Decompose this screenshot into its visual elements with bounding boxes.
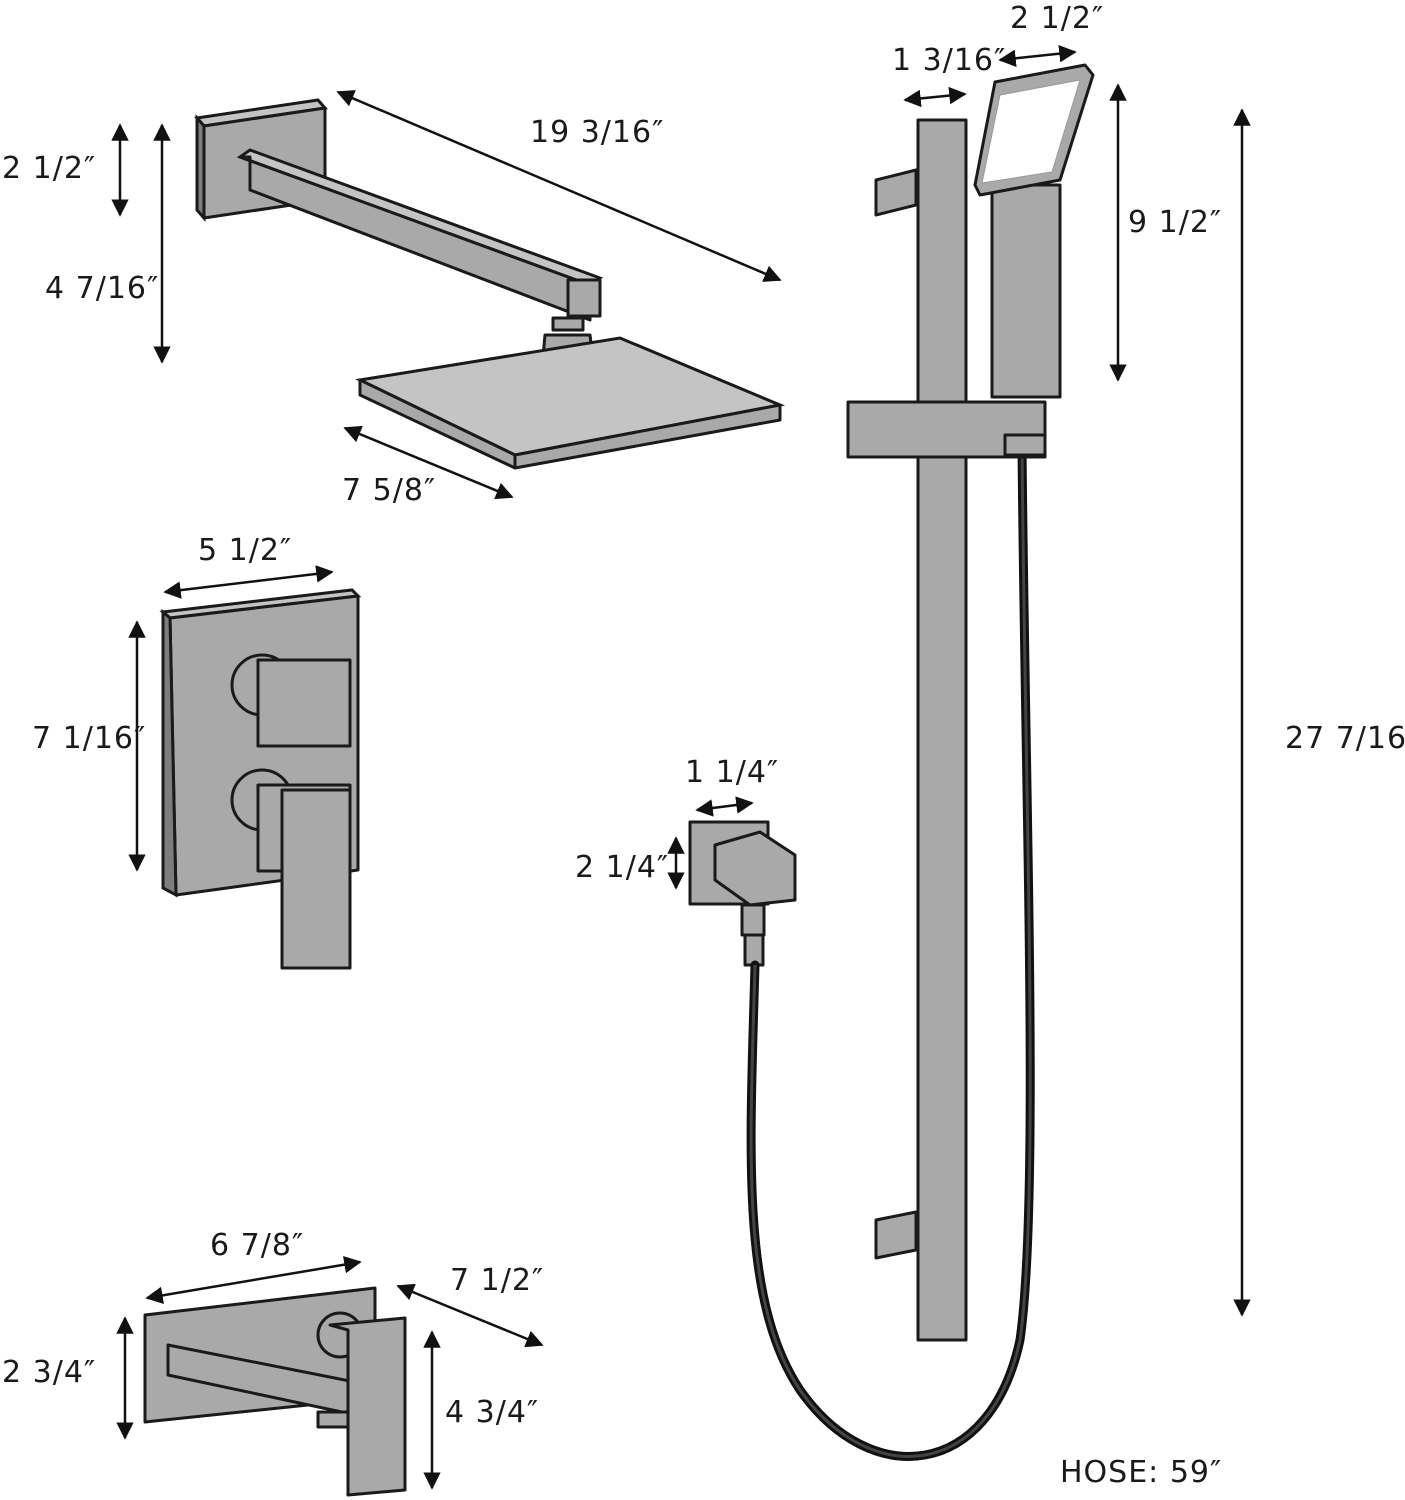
label-spout-height: 4 3/4″ [445, 1395, 539, 1430]
label-slide-bar-width: 1 3/16″ [892, 43, 1006, 78]
label-elbow-width: 1 1/4″ [685, 755, 779, 790]
valve-trim [159, 588, 362, 970]
label-valve-trim-width: 5 1/2″ [198, 533, 292, 568]
label-elbow-height: 2 1/4″ [575, 850, 669, 885]
label-spout-plate-height: 2 3/4″ [2, 1355, 96, 1390]
handheld-shower [973, 63, 1095, 399]
label-arm-drop-height: 4 7/16″ [45, 271, 159, 306]
tub-spout [143, 1286, 407, 1497]
label-arm-length: 19 3/16″ [530, 115, 664, 150]
label-slide-bar-length: 27 7/16″ [1285, 721, 1405, 756]
label-spout-length: 7 1/2″ [450, 1263, 544, 1298]
label-handheld-length: 9 1/2″ [1128, 205, 1222, 240]
label-spout-plate-width: 6 7/8″ [210, 1228, 304, 1263]
hose [746, 440, 1035, 1461]
label-hose-length: HOSE: 59″ [1060, 1455, 1222, 1490]
dimension-arrows [111, 44, 1251, 1490]
label-handheld-width: 2 1/2″ [1010, 1, 1104, 36]
slide-bar [846, 118, 1047, 1342]
label-arm-flange-height: 2 1/2″ [2, 151, 96, 186]
label-valve-trim-height: 7 1/16″ [32, 721, 146, 756]
label-shower-head-width: 7 5/8″ [342, 473, 436, 508]
wall-elbow [688, 820, 797, 967]
